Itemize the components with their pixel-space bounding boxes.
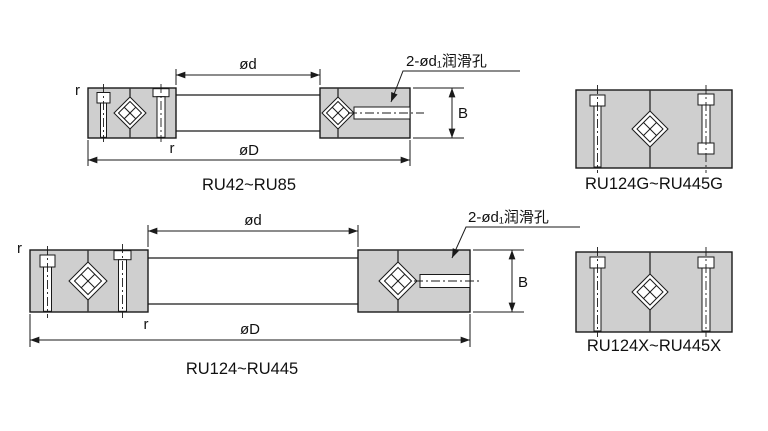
radius-label-top: r <box>75 82 80 99</box>
figure-ru124-ru445: ød 2-ød₁润滑孔 B øD r r RU124~RU445 <box>17 209 580 378</box>
dimension-outer: øD <box>87 140 411 166</box>
roller-cross-line <box>643 122 657 136</box>
width-label: B <box>518 274 528 291</box>
lube-note: 2-ød₁润滑孔 <box>390 53 520 103</box>
lube-note: 2-ød₁润滑孔 <box>451 209 580 259</box>
dimension-outer: øD <box>29 314 471 347</box>
series-label: RU124X~RU445X <box>587 337 721 355</box>
outer-diameter-label: øD <box>239 142 259 159</box>
lube-note-label: 2-ød₁润滑孔 <box>468 209 549 226</box>
roller-cross-line <box>390 273 406 289</box>
lube-note-label: 2-ød₁润滑孔 <box>406 53 487 70</box>
dimension-width: B <box>413 87 468 139</box>
series-label: RU124~RU445 <box>186 360 298 378</box>
bore-diameter-label: ød <box>239 56 257 73</box>
right-ring-section <box>319 87 424 139</box>
roller-cross-line <box>80 273 96 289</box>
dimension-bore: ød <box>147 212 359 247</box>
series-label: RU42~RU85 <box>202 176 296 194</box>
left-ring-section <box>29 244 149 318</box>
roller-cross-line <box>123 106 137 120</box>
radius-label-bottom: r <box>170 140 175 157</box>
figure-ru42-ru85: ød 2-ød₁润滑孔 B øD r r RU42~RU85 <box>75 53 520 194</box>
dimension-width: B <box>473 249 528 313</box>
bore-diameter-label: ød <box>244 212 262 229</box>
outer-diameter-label: øD <box>240 321 260 338</box>
figure-ru124x-ru445x: RU124X~RU445X <box>575 247 733 355</box>
left-ring-section <box>87 84 177 142</box>
radius-label-bottom: r <box>144 316 149 333</box>
right-ring-section <box>357 249 482 313</box>
radius-label-top: r <box>17 240 22 257</box>
series-label: RU124G~RU445G <box>585 175 723 193</box>
roller-cross-line <box>643 285 657 299</box>
figure-ru124g-ru445g: RU124G~RU445G <box>575 85 733 193</box>
leader-line <box>390 70 520 103</box>
leader-line <box>451 226 580 259</box>
roller-cross-line <box>331 106 345 120</box>
dimension-bore: ød <box>175 56 321 85</box>
width-label: B <box>458 105 468 122</box>
